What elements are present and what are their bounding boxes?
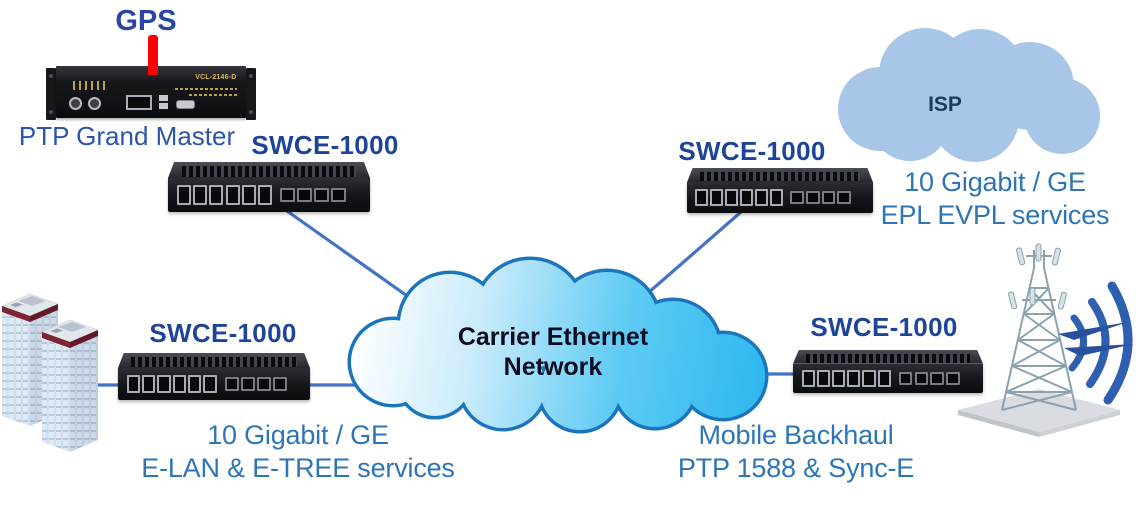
office-buildings-icon (1, 294, 99, 453)
switch-label-enterprise-side: SWCE-1000 (149, 318, 297, 348)
sfp-port (930, 372, 945, 385)
rj45-port (754, 189, 768, 207)
radio-waves-icon (1058, 281, 1134, 405)
caption-mobile-side: Mobile Backhaul PTP 1588 & Sync-E (656, 419, 936, 485)
rj45-port (188, 375, 202, 393)
rj45-port (862, 370, 876, 387)
rj45-port (695, 189, 709, 207)
rj45-port (126, 375, 140, 393)
sfp-port (837, 191, 851, 205)
sfp-port (314, 187, 329, 203)
panel-fine-print (174, 87, 237, 90)
rj45-port (801, 370, 815, 387)
tower-lattice (1001, 250, 1077, 411)
rj45-port (740, 189, 753, 207)
sfp-port (272, 377, 287, 391)
rj45-port (877, 370, 891, 387)
switch-front-panel (168, 178, 370, 212)
sfp-port (790, 191, 804, 205)
rj45-port (816, 370, 830, 387)
device-model-text: VCL-2146-D (195, 74, 237, 82)
gps-label: GPS (115, 5, 177, 37)
caption-line: 10 Gigabit / GE (904, 167, 1086, 197)
rj45-port (725, 189, 738, 207)
grandmaster-label: PTP Grand Master (18, 121, 236, 151)
sfp-port (898, 372, 913, 385)
switch-top-vents (687, 168, 873, 183)
caption-line: PTP 1588 & Sync-E (677, 453, 915, 483)
bnc-connector (69, 96, 83, 110)
switch-label-mobile-side: SWCE-1000 (810, 312, 958, 342)
core-cloud-title-line2: Network (503, 353, 603, 381)
rj45-port (209, 185, 224, 205)
switch-isp-side (687, 168, 873, 213)
rj45-port (203, 375, 217, 393)
switch-front-panel (793, 363, 983, 393)
switch-near-grandmaster (168, 162, 370, 212)
sfp-port (914, 372, 929, 385)
tower-antennas (1008, 243, 1067, 310)
core-cloud-title: Carrier Ethernet Network (413, 322, 693, 382)
switch-front-panel (687, 182, 873, 213)
caption-isp-side: 10 Gigabit / GE EPL EVPL services (855, 166, 1135, 232)
sfp-port (821, 191, 836, 205)
switch-top-vents (793, 350, 983, 364)
rj45-port (141, 375, 156, 393)
rack-ear (246, 68, 256, 120)
switch-ports (118, 368, 310, 400)
sfp-port (331, 187, 346, 203)
rj45-port (172, 375, 186, 393)
sfp-port (806, 191, 820, 205)
usb-ports (158, 94, 168, 110)
switch-ports (687, 182, 873, 213)
caption-line: EPL EVPL services (880, 200, 1110, 230)
connection-line (286, 209, 421, 307)
caption-line: Mobile Backhaul (698, 420, 894, 450)
rj45-port (769, 189, 783, 207)
switch-label-near-grandmaster: SWCE-1000 (251, 130, 399, 160)
rj45-port (225, 185, 240, 205)
sfp-port (280, 187, 296, 203)
switch-ports (168, 178, 370, 212)
switch-label-isp-side: SWCE-1000 (678, 136, 826, 166)
switch-front-panel (118, 368, 310, 400)
bnc-connector (88, 96, 102, 110)
status-leds (73, 80, 108, 90)
rj45-port (257, 185, 272, 205)
rj45-port (831, 370, 846, 387)
serial-port (175, 99, 195, 109)
rj45-port (241, 185, 256, 205)
rj45-port (126, 94, 153, 110)
rj45-port (157, 375, 171, 393)
isp-cloud-label: ISP (928, 93, 962, 116)
connection-line (638, 210, 743, 302)
sfp-port (240, 377, 255, 391)
rack-ear (46, 68, 56, 120)
gps-antenna-icon (148, 35, 158, 75)
sfp-port (946, 372, 961, 385)
sfp-port (224, 377, 239, 391)
cell-tower-icon (958, 243, 1134, 437)
switch-mobile-side (793, 350, 983, 393)
rj45-port (193, 185, 208, 205)
switch-top-vents (118, 353, 310, 369)
sfp-port (256, 377, 271, 391)
sfp-port (297, 187, 312, 203)
switch-enterprise-side (118, 353, 310, 400)
rj45-port (710, 189, 724, 207)
caption-enterprise-side: 10 Gigabit / GE E-LAN & E-TREE services (128, 419, 468, 485)
switch-top-vents (168, 162, 370, 178)
rj45-port (177, 185, 192, 205)
panel-fine-print (188, 94, 237, 97)
caption-line: E-LAN & E-TREE services (141, 453, 455, 483)
core-cloud-title-line1: Carrier Ethernet (457, 323, 649, 351)
caption-line: 10 Gigabit / GE (207, 420, 389, 450)
rj45-port (847, 370, 861, 387)
switch-ports (793, 364, 983, 393)
